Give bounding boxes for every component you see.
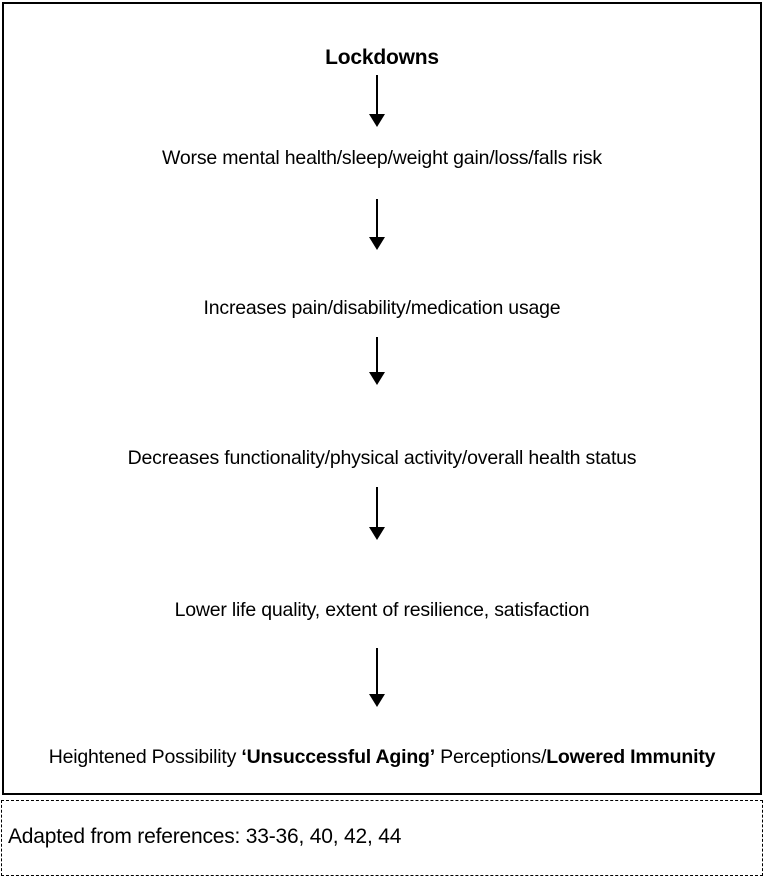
flow-step-mental-health: Worse mental health/sleep/weight gain/lo… xyxy=(162,147,602,169)
flow-step-functionality: Decreases functionality/physical activit… xyxy=(127,447,637,469)
flow-step-life-quality: Lower life quality, extent of resilience… xyxy=(174,599,590,621)
arrow-head xyxy=(369,527,385,540)
flowchart-title: Lockdowns xyxy=(325,46,439,69)
flow-step-pain-disability: Increases pain/disability/medication usa… xyxy=(203,297,561,319)
outcome-middle: Perceptions/ xyxy=(434,746,547,768)
down-arrow-icon xyxy=(369,75,385,127)
outcome-bold-unsuccessful-aging: ‘Unsuccessful Aging’ xyxy=(241,746,435,768)
arrow-shaft xyxy=(376,199,378,237)
arrow-head xyxy=(369,114,385,127)
arrow-shaft xyxy=(376,75,378,114)
down-arrow-icon xyxy=(369,648,385,707)
arrow-head xyxy=(369,694,385,707)
flowchart-box: Lockdowns Worse mental health/sleep/weig… xyxy=(2,2,762,795)
flow-outcome-line: Heightened Possibility ‘Unsuccessful Agi… xyxy=(4,746,760,768)
outcome-bold-lowered-immunity: Lowered Immunity xyxy=(546,746,716,768)
outcome-prefix: Heightened Possibility xyxy=(48,746,242,768)
arrow-shaft xyxy=(376,337,378,372)
arrow-shaft xyxy=(376,648,378,694)
arrow-head xyxy=(369,372,385,385)
down-arrow-icon xyxy=(369,199,385,250)
down-arrow-icon xyxy=(369,487,385,540)
arrow-shaft xyxy=(376,487,378,527)
arrow-head xyxy=(369,237,385,250)
down-arrow-icon xyxy=(369,337,385,385)
caption-text: Adapted from references: 33-36, 40, 42, … xyxy=(8,825,402,848)
caption-box: Adapted from references: 33-36, 40, 42, … xyxy=(1,800,763,876)
